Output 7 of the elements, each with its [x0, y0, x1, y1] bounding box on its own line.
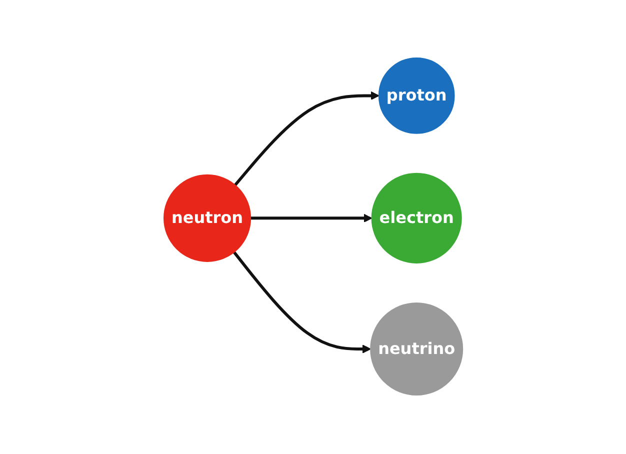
arrow [234, 92, 379, 187]
node-circle: electron [370, 173, 462, 264]
node-circle: proton [378, 58, 454, 134]
arrow [250, 214, 372, 224]
arrow [232, 252, 371, 354]
node-circle: neutron [163, 174, 251, 262]
node-circle: neutrino [370, 302, 463, 396]
